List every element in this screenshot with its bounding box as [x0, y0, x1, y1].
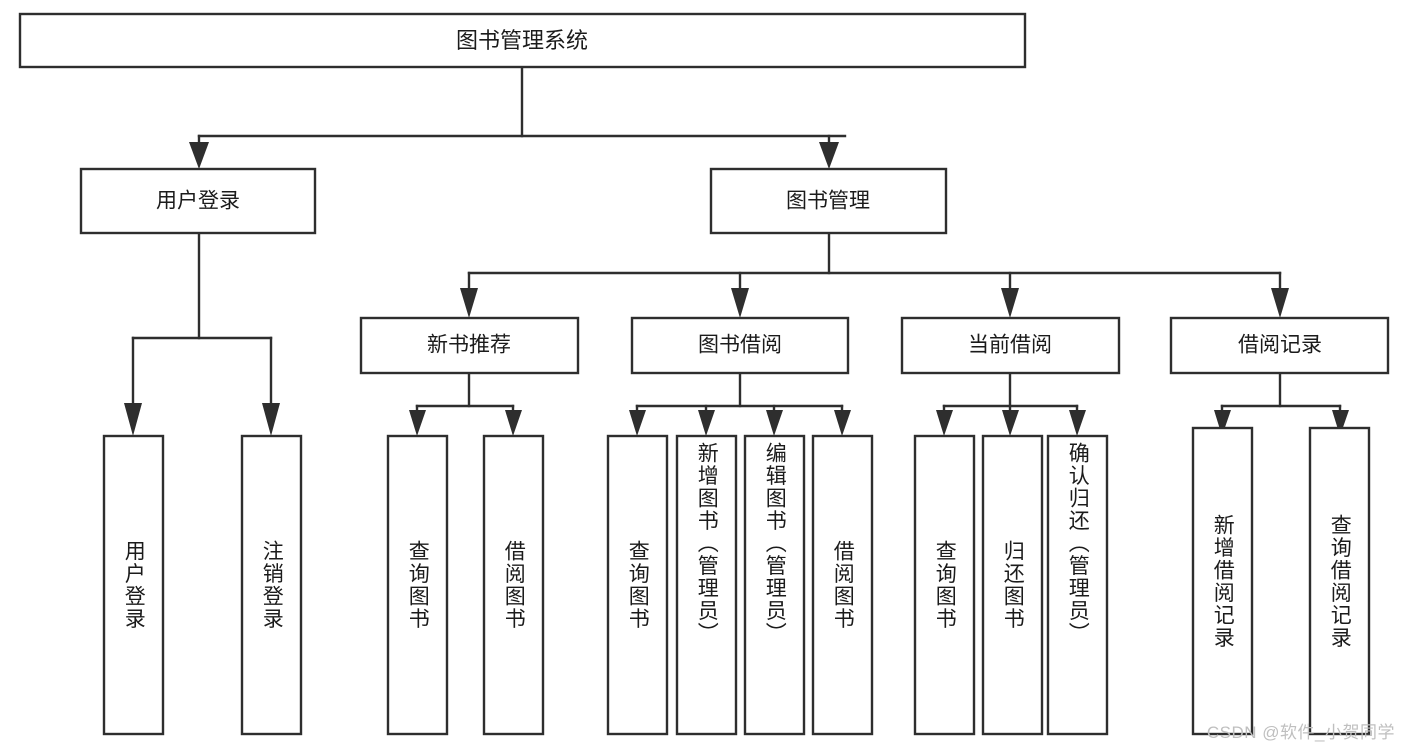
- leaf-box-user-login[interactable]: [102, 434, 165, 736]
- arrow-head-icon: [1069, 410, 1086, 436]
- node-book-borrow-box[interactable]: [630, 316, 850, 375]
- node-book-borrow[interactable]: 图书借阅: [630, 316, 850, 375]
- node-book-borrow-label: 图书借阅: [698, 334, 782, 357]
- connector-group-current-borrow: [936, 371, 1086, 436]
- connector-group-borrow-record: [1214, 371, 1349, 436]
- connector-group-new-book: [409, 371, 522, 436]
- leaf-box-logout[interactable]: [240, 434, 303, 736]
- node-book-management-label: 图书管理: [786, 190, 870, 213]
- arrow-head-icon: [1002, 410, 1019, 436]
- leaf-box-edit-book[interactable]: [743, 434, 806, 736]
- arrow-head-icon: [505, 410, 522, 436]
- watermark-text: CSDN @软件_小贺同学: [1206, 723, 1395, 742]
- leaf-box-query-book-1[interactable]: [386, 434, 449, 736]
- leaf-box-add-book[interactable]: [675, 434, 738, 736]
- node-book-management-box[interactable]: [709, 167, 948, 235]
- node-root-label: 图书管理系统: [456, 28, 588, 53]
- node-new-book-recommend-label: 新书推荐: [427, 334, 511, 357]
- leaf-box-borrow-book-1[interactable]: [482, 434, 545, 736]
- arrow-head-icon: [1001, 288, 1019, 318]
- leaf-box-query-book-2[interactable]: [606, 434, 669, 736]
- node-new-book-recommend[interactable]: 新书推荐: [359, 316, 580, 375]
- arrow-head-icon: [1271, 288, 1289, 318]
- arrow-head-icon: [409, 410, 426, 436]
- arrow-head-icon: [936, 410, 953, 436]
- arrow-head-icon: [460, 288, 478, 318]
- node-root[interactable]: 图书管理系统: [18, 12, 1027, 69]
- node-current-borrow[interactable]: 当前借阅: [900, 316, 1121, 375]
- arrow-head-icon: [834, 410, 851, 436]
- arrow-head-icon: [1332, 410, 1349, 436]
- leaf-box-query-borrow-record[interactable]: [1308, 426, 1371, 736]
- node-user-login-label: 用户登录: [156, 190, 240, 213]
- node-borrow-record[interactable]: 借阅记录: [1169, 316, 1390, 375]
- arrow-head-icon: [698, 410, 715, 436]
- node-borrow-record-box[interactable]: [1169, 316, 1390, 375]
- arrow-head-icon: [189, 142, 209, 169]
- node-root-box[interactable]: [18, 12, 1027, 69]
- node-user-login[interactable]: 用户登录: [79, 167, 317, 235]
- arrow-head-icon: [1214, 410, 1231, 436]
- arrow-head-icon: [629, 410, 646, 436]
- connector-group-book-management: [460, 231, 1289, 318]
- connector-group-root: [189, 65, 847, 169]
- leaf-box-confirm-return[interactable]: [1046, 434, 1109, 736]
- arrow-head-icon: [819, 142, 839, 169]
- leaf-box-query-book-3[interactable]: [913, 434, 976, 736]
- connector-group-user-login: [124, 231, 280, 436]
- arrow-head-icon: [731, 288, 749, 318]
- leaf-box-add-borrow-record[interactable]: [1191, 426, 1254, 736]
- connector-group-book-borrow: [629, 371, 851, 436]
- arrow-head-icon: [124, 403, 142, 436]
- node-current-borrow-label: 当前借阅: [968, 334, 1052, 357]
- node-borrow-record-label: 借阅记录: [1238, 334, 1322, 357]
- node-current-borrow-box[interactable]: [900, 316, 1121, 375]
- arrow-head-icon: [262, 403, 280, 436]
- node-user-login-box[interactable]: [79, 167, 317, 235]
- leaf-box-return-book[interactable]: [981, 434, 1044, 736]
- leaf-box-borrow-book-2[interactable]: [811, 434, 874, 736]
- node-new-book-recommend-box[interactable]: [359, 316, 580, 375]
- node-book-management[interactable]: 图书管理: [709, 167, 948, 235]
- arrow-head-icon: [766, 410, 783, 436]
